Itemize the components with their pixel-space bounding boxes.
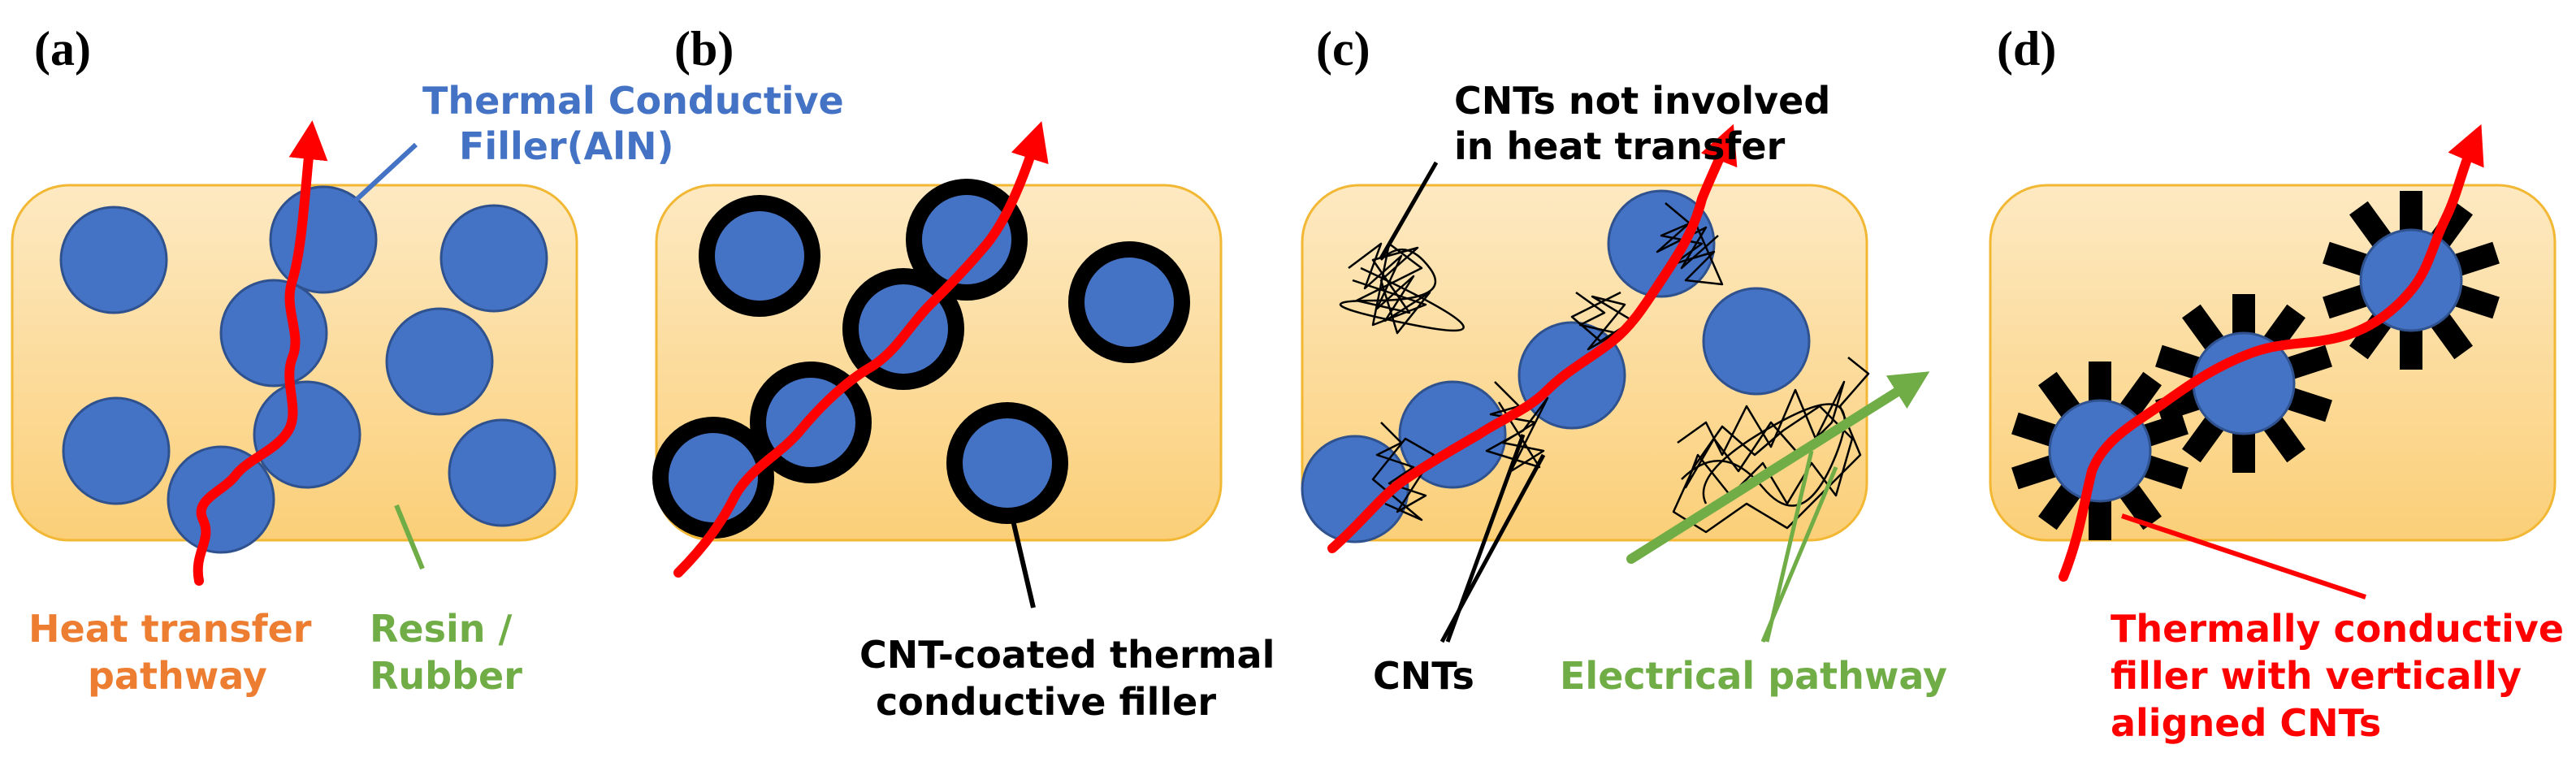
aligned-filler-label-line1: Thermally conductive xyxy=(2111,607,2564,651)
aligned-cnt-fillers-d xyxy=(2011,191,2500,540)
filler-particle xyxy=(448,418,556,527)
cnt-bundle xyxy=(1681,403,1846,507)
heat-transfer-path-c xyxy=(1327,123,1738,553)
cnt-coated-filler xyxy=(906,179,1028,301)
filler-particle xyxy=(385,307,494,416)
aligned-filler-pointer-d xyxy=(2121,513,2366,600)
filler-label-line2: Filler(AlN) xyxy=(459,124,674,168)
cnt-coated-filler xyxy=(699,195,820,317)
filler-particle xyxy=(219,279,328,387)
not-involved-label-line2: in heat transfer xyxy=(1454,124,1786,168)
coated-filler-pointer-b xyxy=(1009,513,1036,608)
panel-a: (a) Thermal Conductive Filler(AlN) Heat … xyxy=(11,22,844,698)
heat-pathway-label-line1: Heat transfer xyxy=(28,607,312,651)
filler-label-line1: Thermal Conductive xyxy=(422,79,844,123)
electrical-pointer-c-2 xyxy=(1764,450,1814,643)
cnt-bundle xyxy=(1339,248,1465,332)
filler-particle xyxy=(59,206,168,314)
resin-label-line1: Resin / xyxy=(370,607,513,651)
filler-particle xyxy=(253,380,362,489)
panel-d: (d) Thermally conductive filler with ver… xyxy=(1989,22,2564,745)
panel-b-label: (b) xyxy=(674,22,734,76)
heat-transfer-path-b xyxy=(673,121,1049,578)
aligned-filler-label-line3: aligned CNTs xyxy=(2111,701,2381,745)
filler-particle xyxy=(269,185,378,294)
tangled-cnts-c xyxy=(1339,202,1870,534)
cnt-bundle xyxy=(1656,202,1724,286)
electrical-pathway-arrow-c xyxy=(1626,371,1930,564)
cnt-coated-filler xyxy=(946,402,1068,524)
not-involved-pointer-c xyxy=(1379,161,1439,260)
cnt-bundle xyxy=(1570,291,1634,351)
electrical-pathway-label: Electrical pathway xyxy=(1560,654,1947,698)
filler-particles-c xyxy=(1301,189,1811,543)
aligned-filler-label-line2: filler with vertically xyxy=(2111,654,2522,698)
heat-pathway-label-line2: pathway xyxy=(88,654,267,698)
filler-particle xyxy=(2359,228,2463,332)
resin-label-line2: Rubber xyxy=(370,654,522,698)
cnts-pointer-c-2 xyxy=(1445,434,1526,643)
resin-pointer-a xyxy=(394,504,425,570)
panel-d-label: (d) xyxy=(1997,22,2056,76)
heat-transfer-path-a xyxy=(193,120,328,586)
filler-particle xyxy=(167,445,275,554)
panel-a-label: (a) xyxy=(34,22,91,76)
cnt-bundle xyxy=(1371,422,1435,522)
panel-b: (b) CNT-coated thermal conductive filler xyxy=(652,22,1275,724)
cnt-bundle xyxy=(1672,357,1870,534)
panel-c-label: (c) xyxy=(1316,22,1370,76)
filler-particle xyxy=(62,396,171,505)
aligned-cnt-filler xyxy=(2323,191,2500,370)
heat-transfer-path-d xyxy=(2059,123,2484,582)
cnt-coated-filler xyxy=(1068,241,1190,363)
coated-filler-label-line1: CNT-coated thermal xyxy=(859,633,1275,677)
filler-particle xyxy=(1607,189,1716,298)
filler-particle xyxy=(439,204,548,313)
cnt-bundle xyxy=(1485,381,1549,473)
cnts-label: CNTs xyxy=(1373,654,1474,698)
aligned-cnt-filler xyxy=(2155,294,2332,473)
coated-filler-label-line2: conductive filler xyxy=(876,680,1216,724)
panel-c: (c) CNTs not involved in heat transf xyxy=(1301,22,1947,698)
filler-particle xyxy=(1702,287,1811,396)
filler-pointer-a xyxy=(349,142,418,207)
not-involved-label-line1: CNTs not involved xyxy=(1454,79,1830,123)
